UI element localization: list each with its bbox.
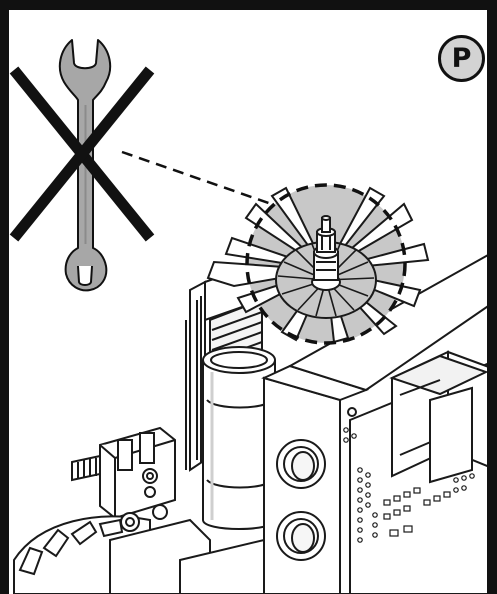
- control-board: [261, 248, 497, 594]
- fan-highlight: [206, 183, 430, 345]
- panel-letter-badge: P: [438, 35, 485, 82]
- gear-assembly: [13, 504, 265, 594]
- board-components: [343, 427, 475, 543]
- callout-leader: [121, 150, 284, 210]
- terminal-block: [71, 426, 176, 520]
- capacitor: [202, 346, 276, 530]
- prohibited-cross-icon: [9, 66, 155, 242]
